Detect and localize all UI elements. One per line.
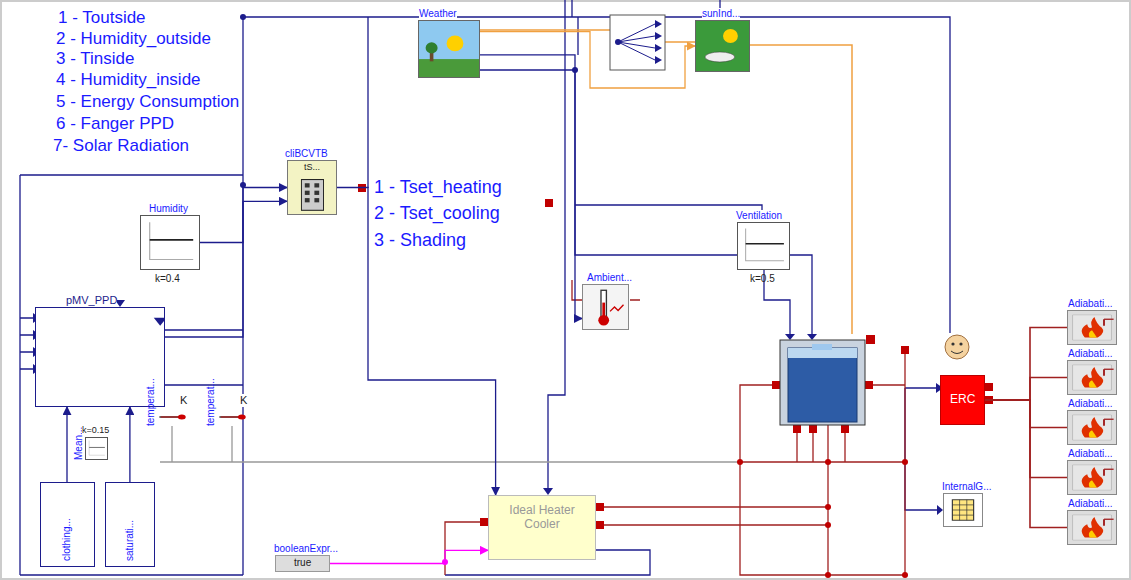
block-icon bbox=[86, 438, 107, 459]
constant-block: Humidityk=0.4 bbox=[140, 215, 200, 270]
block-icon bbox=[419, 21, 479, 77]
block-name: pMV_PPD bbox=[66, 294, 117, 307]
block-icon bbox=[158, 408, 186, 426]
block-name: Ambient... bbox=[587, 272, 632, 284]
input-signal-label: 2 - Tset_cooling bbox=[373, 203, 501, 224]
block-icon bbox=[1068, 511, 1116, 544]
heater-cooler-box: Ideal Heater Cooler bbox=[488, 495, 596, 560]
block-text: k=0.4 bbox=[155, 273, 180, 285]
block-name: clothing... bbox=[61, 518, 73, 561]
output-signal-label: 4 - Humidity_inside bbox=[55, 70, 202, 90]
block-icon bbox=[141, 216, 199, 269]
signal-connector bbox=[985, 400, 1067, 528]
block-icon bbox=[944, 494, 982, 526]
gains-table: InternalG... bbox=[943, 493, 983, 527]
block-name: sunInd... bbox=[702, 8, 740, 20]
temperature-sensor: temperat...K bbox=[158, 408, 186, 426]
block-name: Humidity bbox=[149, 203, 188, 215]
block-name: Ideal Heater Cooler bbox=[506, 504, 578, 532]
solar-block: sunInd... bbox=[695, 20, 750, 72]
input-signal-label: 3 - Shading bbox=[373, 230, 467, 251]
block-name: temperat... bbox=[145, 378, 157, 426]
adiabatic-block: Adiabati... bbox=[1067, 410, 1117, 445]
adiabatic-block: Adiabati... bbox=[1067, 360, 1117, 395]
boolean-block: booleanExpr...true bbox=[275, 555, 330, 572]
block-name: InternalG... bbox=[942, 481, 991, 493]
block-text: tS... bbox=[304, 162, 320, 172]
constant-block: Ventilationk=0.5 bbox=[737, 222, 790, 270]
output-signal-label: 2 - Humidity_outside bbox=[55, 29, 212, 49]
output-signal-label: 1 - Toutside bbox=[57, 8, 147, 28]
mean-block: Mean...k=0.15 bbox=[85, 437, 108, 460]
block-text: K bbox=[240, 394, 247, 407]
adiabatic-block: Adiabati... bbox=[1067, 460, 1117, 495]
block-text: true bbox=[294, 557, 311, 569]
block-icon bbox=[583, 285, 628, 329]
signal-connector bbox=[129, 407, 130, 482]
signal-connector bbox=[66, 407, 68, 482]
signal-connector bbox=[985, 400, 1067, 428]
block-name: Adiabati... bbox=[1068, 348, 1112, 360]
input-signal-label: 1 - Tset_heating bbox=[373, 177, 503, 198]
output-signal-label: 7- Solar Radiation bbox=[52, 136, 190, 156]
block-name: ERC bbox=[950, 393, 975, 407]
block-text: K bbox=[180, 394, 187, 407]
block-name: cliBCVTB bbox=[285, 148, 328, 160]
block-name: Adiabati... bbox=[1068, 398, 1112, 410]
signal-connector bbox=[985, 328, 1067, 401]
block-name: Adiabati... bbox=[1068, 498, 1112, 510]
signal-connector bbox=[985, 378, 1067, 401]
building-block: cliBCVTBtS... bbox=[287, 160, 337, 215]
block-icon bbox=[218, 408, 246, 426]
ambient-sensor: Ambient... bbox=[582, 284, 629, 330]
block-text: k=0.15 bbox=[82, 425, 109, 435]
signal-connector bbox=[480, 32, 695, 88]
block-icon bbox=[1068, 361, 1116, 394]
block-name: temperat... bbox=[205, 378, 217, 426]
weather-icon: Weather bbox=[418, 20, 480, 78]
block-name: saturati... bbox=[124, 520, 136, 561]
output-signal-label: 3 - Tinside bbox=[55, 49, 135, 69]
adiabatic-block: Adiabati... bbox=[1067, 310, 1117, 345]
signal-connector bbox=[985, 400, 1067, 478]
block-name: Ventilation bbox=[736, 210, 782, 222]
block-icon bbox=[738, 223, 789, 269]
block-text: k=0.5 bbox=[750, 273, 775, 285]
block-icon bbox=[1068, 311, 1116, 344]
clothing-block: clothing... bbox=[40, 482, 95, 567]
temperature-sensor: temperat...K bbox=[218, 408, 246, 426]
occupant-block: ERC bbox=[940, 375, 985, 425]
block-icon bbox=[1068, 411, 1116, 444]
block-name: Adiabati... bbox=[1068, 448, 1112, 460]
signal-connector bbox=[337, 188, 496, 496]
block-icon bbox=[36, 308, 164, 406]
saturation-block: saturati... bbox=[105, 482, 155, 567]
adiabatic-block: Adiabati... bbox=[1067, 510, 1117, 545]
output-signal-label: 6 - Fanger PPD bbox=[55, 114, 175, 134]
block-name: Adiabati... bbox=[1068, 298, 1112, 310]
output-signal-label: 5 - Energy Consumption bbox=[55, 92, 240, 112]
block-icon bbox=[696, 21, 749, 71]
signal-connector bbox=[330, 550, 488, 563]
block-name: Weather bbox=[419, 8, 457, 20]
block-icon bbox=[1068, 461, 1116, 494]
block-name: booleanExpr... bbox=[274, 543, 338, 555]
